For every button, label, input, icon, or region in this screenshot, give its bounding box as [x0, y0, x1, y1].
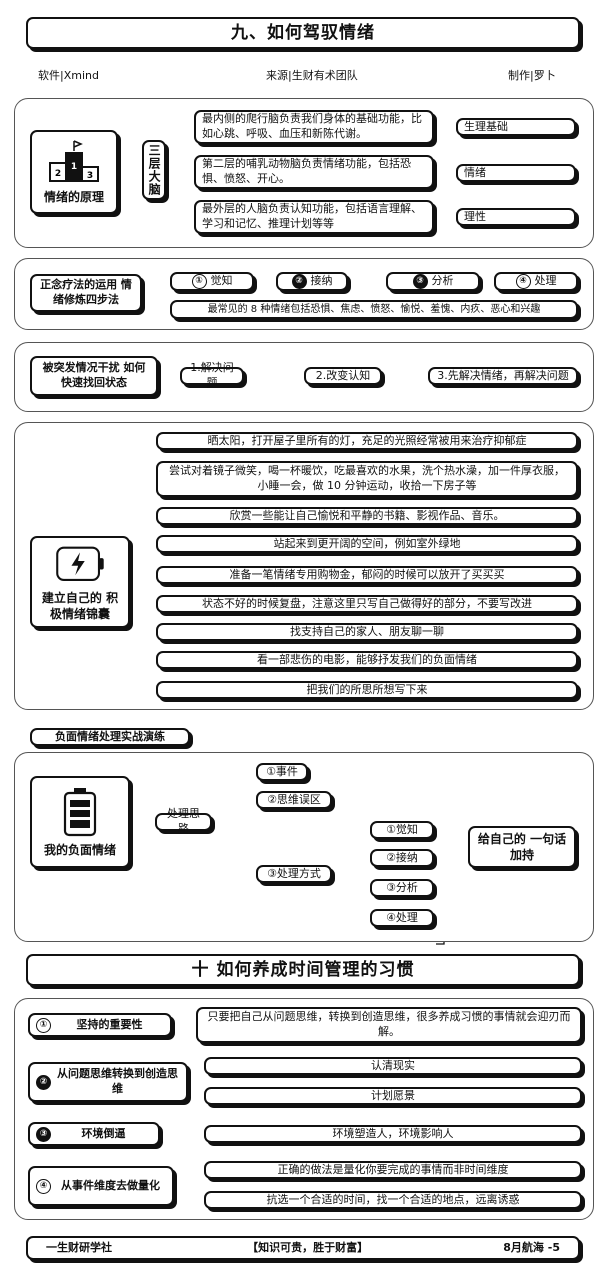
step-handling: ④ 处理 — [494, 272, 578, 291]
step-label: 觉知 — [210, 274, 233, 288]
time-row-2-item-2: 计划愿景 — [204, 1087, 582, 1105]
method-handling: ④处理 — [370, 909, 434, 927]
footer-center: 【知识可贵，胜于财富】 — [247, 1240, 369, 1254]
step-change-cognition: 2.改变认知 — [304, 367, 382, 385]
kit-item-1: 晒太阳，打开屋子里所有的灯，充足的光照经常被用来治疗抑郁症 — [156, 432, 578, 450]
method-acceptance: ②接纳 — [370, 849, 434, 867]
brain-desc-3: 最外层的人脑负责认知功能，包括语言理解、学习和记忆、推理计划等等 — [194, 200, 434, 234]
brain-desc-2: 第二层的哺乳动物脑负责情绪功能，包括恐惧、愤怒、开心。 — [194, 155, 434, 189]
kit-item-5: 准备一笔情绪专用购物金，郁闷的时候可以放开了买买买 — [156, 566, 578, 584]
page-title: 九、如何驾驭情绪 — [26, 17, 580, 49]
three-layer-brain-label: 三层大脑 — [147, 144, 162, 196]
three-layer-brain-node: 三层大脑 — [142, 140, 166, 200]
time-row-1-item-1: 只要把自己从问题思维，转换到创造思维，很多养成习惯的事情就会迎刃而解。 — [196, 1007, 582, 1043]
emotion-principle-node: 2 1 3 情绪的原理 — [30, 130, 118, 214]
step-solve-problem: 1.解决问题 — [180, 361, 244, 389]
svg-text:1: 1 — [71, 162, 77, 172]
kit-item-9: 把我们的所思所想写下来 — [156, 681, 578, 699]
positive-kit-node: 建立自己的 积极情绪锦囊 — [30, 536, 130, 628]
svg-text:3: 3 — [87, 171, 93, 181]
time-row-1-label: ① 坚持的重要性 — [28, 1013, 172, 1037]
author-credit: 制作|罗卜 — [508, 69, 556, 82]
time-row-4-item-1: 正确的做法是量化你要完成的事情而非时间维度 — [204, 1161, 582, 1179]
time-row-2-item-1: 认清现实 — [204, 1057, 582, 1075]
row-label: 从事件维度去做量化 — [61, 1178, 160, 1192]
emotion-principle-label: 情绪的原理 — [43, 189, 104, 204]
battery-charging-icon — [56, 546, 104, 581]
mindfulness-node: 正念疗法的运用 情绪修炼四步法 — [30, 274, 142, 312]
kit-item-7: 找支持自己的家人、朋友聊一聊 — [156, 623, 578, 641]
tag-rational: 理性 — [456, 208, 576, 226]
brain-desc-1: 最内侧的爬行脑负责我们身体的基础功能，比如心跳、呼吸、血压和新陈代谢。 — [194, 110, 434, 144]
branch-misconception: ②思维误区 — [256, 791, 332, 809]
eight-emotions-note: 最常见的 8 种情绪包括恐惧、焦虑、愤怒、愉悦、羞愧、内疚、恶心和兴趣 — [170, 300, 578, 319]
footer-left: 一生财研学社 — [46, 1240, 112, 1254]
kit-item-4: 站起来到更开阔的空间，例如室外绿地 — [156, 535, 578, 553]
step-emotion-first: 3.先解决情绪，再解决问题 — [428, 367, 578, 385]
tag-emotion: 情绪 — [456, 164, 576, 182]
step-label: 处理 — [534, 274, 557, 288]
practice-label: 负面情绪处理实战演练 — [30, 728, 190, 746]
step-acceptance: ② 接纳 — [276, 272, 348, 291]
source-credit: 来源|生财有术团队 — [266, 69, 358, 82]
tag-physiology: 生理基础 — [456, 118, 576, 136]
branch-method: ③处理方式 — [256, 865, 332, 883]
step-number-icon: ② — [291, 274, 307, 289]
row-label: 从问题思维转换到创造思维 — [57, 1067, 178, 1095]
step-label: 接纳 — [310, 274, 333, 288]
negative-emotion-node: 我的负面情绪 — [30, 776, 130, 868]
step-number-icon: ① — [191, 274, 207, 289]
time-row-2-label: ② 从问题思维转换到创造思维 — [28, 1062, 188, 1102]
time-row-3-label: ③ 环境倒逼 — [28, 1122, 160, 1146]
step-number-icon: ③ — [412, 274, 428, 289]
processing-idea-node: 处理思路 — [155, 807, 212, 835]
podium-icon: 2 1 3 — [49, 140, 99, 182]
number-icon: ④ — [36, 1178, 51, 1194]
footer-bar: 一生财研学社 【知识可贵，胜于财富】 8月航海 -5 — [26, 1236, 580, 1260]
step-label: 分析 — [431, 274, 454, 288]
number-icon: ③ — [36, 1126, 51, 1142]
kit-item-3: 欣赏一些能让自己愉悦和平静的书籍、影视作品、音乐。 — [156, 507, 578, 525]
row-label: 环境倒逼 — [81, 1126, 126, 1140]
footer-right: 8月航海 -5 — [503, 1240, 560, 1254]
step-analysis: ③ 分析 — [386, 272, 480, 291]
kit-item-8: 看一部悲伤的电影，能够抒发我们的负面情绪 — [156, 651, 578, 669]
sudden-interruption-node: 被突发情况干扰 如何快速找回状态 — [30, 356, 158, 396]
negative-emotion-label: 我的负面情绪 — [43, 842, 116, 857]
software-credit: 软件|Xmind — [38, 69, 99, 82]
number-icon: ② — [36, 1074, 51, 1090]
method-analysis: ③分析 — [370, 879, 434, 897]
time-row-4-item-2: 抗选一个合适的时间，找一个合适的地点，远离诱惑 — [204, 1191, 582, 1209]
self-affirmation-node: 给自己的 一句话加持 — [468, 826, 576, 868]
step-awareness: ① 觉知 — [170, 272, 254, 291]
svg-text:2: 2 — [55, 169, 61, 179]
page-title-text: 九、如何驾驭情绪 — [231, 22, 375, 43]
battery-level-icon — [63, 787, 97, 837]
positive-kit-label: 建立自己的 积极情绪锦囊 — [41, 590, 119, 621]
number-icon: ① — [36, 1017, 51, 1033]
step-number-icon: ④ — [515, 274, 531, 289]
kit-item-2: 尝试对着镜子微笑，喝一杯暖饮，吃最喜欢的水果，洗个热水澡，加一件厚衣服，小睡一会… — [156, 461, 578, 497]
method-awareness: ①觉知 — [370, 821, 434, 839]
time-row-4-label: ④ 从事件维度去做量化 — [28, 1166, 174, 1206]
row-label: 坚持的重要性 — [76, 1017, 143, 1031]
kit-item-6: 状态不好的时候复盘，注意这里只写自己做得好的部分，不要写改进 — [156, 595, 578, 613]
time-row-3-item-1: 环境塑造人，环境影响人 — [204, 1125, 582, 1143]
section-ten-title: 十 如何养成时间管理的习惯 — [26, 954, 580, 986]
branch-event: ①事件 — [256, 763, 308, 781]
